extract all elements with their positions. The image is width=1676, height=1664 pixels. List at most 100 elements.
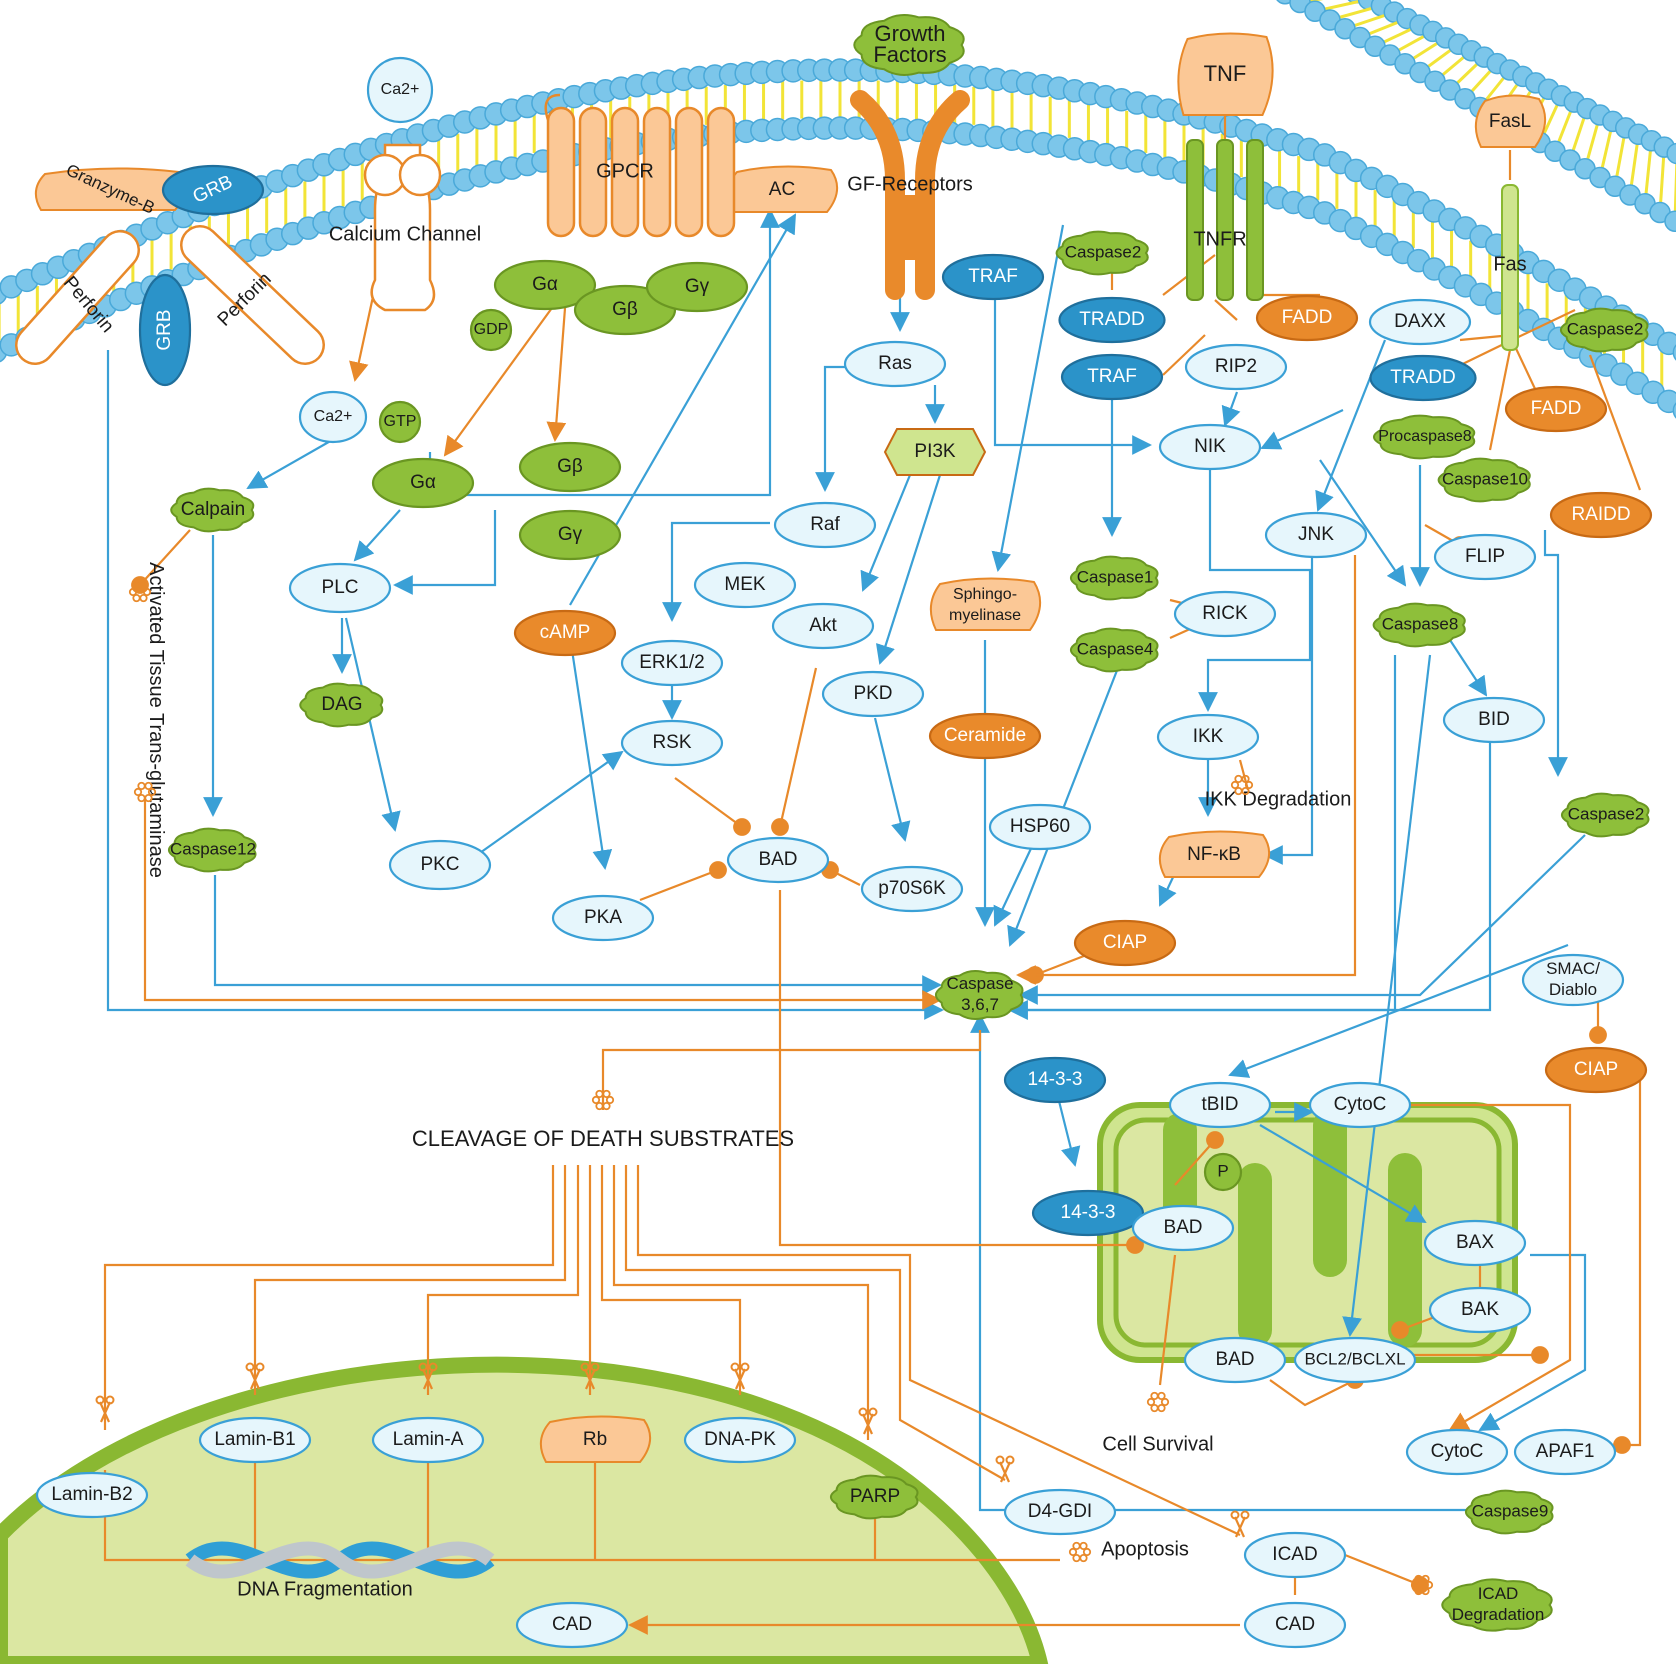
caspase2-a-node[interactable]: Caspase2	[1055, 230, 1149, 276]
apoptosis-label: Apoptosis	[1101, 1538, 1189, 1560]
gb2-node[interactable]: Gβ	[518, 441, 622, 493]
dag-node[interactable]: DAG	[299, 682, 384, 728]
parp-label: PARP	[850, 1486, 900, 1507]
rsk-node[interactable]: RSK	[620, 719, 724, 767]
caspase4-node[interactable]: Caspase4	[1069, 627, 1159, 673]
ceramide-node[interactable]: Ceramide	[928, 712, 1042, 760]
bcl2-node[interactable]: BCL2/BCLXL	[1293, 1336, 1417, 1384]
pkc-node[interactable]: PKC	[388, 839, 492, 891]
tnf-node[interactable]: TNF	[1177, 32, 1274, 116]
d4gdi-node[interactable]: D4-GDI	[1003, 1488, 1117, 1536]
cad2-node[interactable]: CAD	[1243, 1601, 1347, 1649]
bid-node[interactable]: BID	[1442, 696, 1546, 744]
gy2-node[interactable]: Gγ	[518, 509, 622, 561]
flip-node[interactable]: FLIP	[1433, 533, 1537, 581]
ga2-node[interactable]: Gα	[371, 457, 475, 509]
tbid-node[interactable]: tBID	[1168, 1081, 1272, 1129]
daxx-node[interactable]: DAXX	[1368, 298, 1472, 346]
lamin-b2-node[interactable]: Lamin-B2	[35, 1471, 149, 1519]
bcl2-label: BCL2/BCLXL	[1304, 1349, 1405, 1368]
fasl-node[interactable]: FasL	[1474, 94, 1546, 148]
dnapk-node[interactable]: DNA-PK	[683, 1416, 797, 1464]
rb-node[interactable]: Rb	[539, 1415, 651, 1463]
grb2-node[interactable]: GRB	[138, 273, 192, 387]
lamin-a-node[interactable]: Lamin-A	[371, 1416, 485, 1464]
nik-node[interactable]: NIK	[1158, 423, 1262, 471]
ca-top-node[interactable]: Ca2+	[366, 56, 434, 124]
pathway-connectors	[103, 100, 1642, 1635]
calpain-node[interactable]: Calpain	[170, 487, 255, 533]
ikk-node[interactable]: IKK	[1156, 713, 1260, 761]
parp-node[interactable]: PARP	[829, 1474, 919, 1520]
granzyme-node[interactable]: Granzyme-B	[34, 160, 186, 218]
caspase8-node[interactable]: Caspase8	[1372, 602, 1466, 648]
rip2-node[interactable]: RIP2	[1184, 343, 1288, 391]
ciap2-node[interactable]: CIAP	[1544, 1046, 1648, 1094]
bad2-node[interactable]: BAD	[1131, 1204, 1235, 1252]
ga1-node[interactable]: Gα	[493, 259, 597, 311]
bax-node[interactable]: BAX	[1423, 1219, 1527, 1267]
pkd-node[interactable]: PKD	[821, 670, 925, 718]
caspase8-label: Caspase8	[1382, 614, 1459, 633]
caspase2-c-node[interactable]: Caspase2	[1560, 792, 1650, 838]
erk-node[interactable]: ERK1/2	[620, 639, 724, 687]
ca2-node[interactable]: Ca2+	[298, 390, 368, 444]
traf1-node[interactable]: TRAF	[941, 253, 1045, 301]
cad1-node[interactable]: CAD	[515, 1601, 629, 1649]
p1433-b-node[interactable]: 14-3-3	[1031, 1189, 1145, 1237]
pka-label: PKA	[584, 907, 622, 928]
rick-node[interactable]: RICK	[1173, 590, 1277, 638]
gb1-node[interactable]: Gβ	[573, 284, 677, 336]
ac-node[interactable]: AC	[726, 165, 838, 213]
gtp-node[interactable]: GTP	[378, 400, 422, 444]
caspase2-b-node[interactable]: Caspase2	[1559, 307, 1649, 353]
gdp-node[interactable]: GDP	[469, 308, 513, 352]
bad1-node[interactable]: BAD	[726, 836, 830, 884]
gy1-node[interactable]: Gγ	[645, 261, 749, 313]
fadd1-node[interactable]: FADD	[1255, 294, 1359, 342]
calcium-channel-icon	[363, 143, 442, 312]
p70s6k-node[interactable]: p70S6K	[860, 865, 964, 913]
ciap1-node[interactable]: CIAP	[1073, 919, 1177, 967]
procaspase8-node[interactable]: Procaspase8	[1372, 414, 1476, 460]
raidd-node[interactable]: RAIDD	[1549, 491, 1653, 539]
camp-node[interactable]: cAMP	[513, 609, 617, 657]
bak-node[interactable]: BAK	[1428, 1286, 1532, 1334]
mek-node[interactable]: MEK	[693, 561, 797, 609]
dnapk-label: DNA-PK	[704, 1429, 776, 1450]
apaf1-node[interactable]: APAF1	[1513, 1428, 1617, 1476]
hsp60-node[interactable]: HSP60	[988, 803, 1092, 851]
p-node[interactable]: P	[1203, 1152, 1243, 1192]
p1433-a-node[interactable]: 14-3-3	[1003, 1056, 1107, 1104]
sphingomyelinase-node[interactable]: Sphingo-myelinase	[929, 577, 1041, 631]
caspase12-node[interactable]: Caspase12	[167, 827, 257, 873]
cytoc1-node[interactable]: CytoC	[1308, 1081, 1412, 1129]
plc-node[interactable]: PLC	[288, 562, 392, 614]
nfkb-node[interactable]: NF-κB	[1158, 830, 1270, 878]
cytoc2-node[interactable]: CytoC	[1405, 1428, 1509, 1476]
ras-node[interactable]: Ras	[843, 340, 947, 388]
caspase9-node[interactable]: Caspase9	[1464, 1489, 1554, 1535]
caspase1-node[interactable]: Caspase1	[1069, 555, 1159, 601]
lamin-b1-node[interactable]: Lamin-B1	[198, 1416, 312, 1464]
ca2-label: Ca2+	[314, 408, 353, 425]
tradd2-node[interactable]: TRADD	[1369, 354, 1477, 402]
bad3-node[interactable]: BAD	[1183, 1336, 1287, 1384]
grb1-node[interactable]: GRB	[161, 164, 265, 216]
akt-node[interactable]: Akt	[771, 602, 875, 650]
membrane-fas-tail	[1276, 0, 1676, 232]
fadd2-node[interactable]: FADD	[1504, 385, 1608, 433]
smac-node[interactable]: SMAC/Diablo	[1521, 953, 1625, 1007]
ga2-label: Gα	[410, 472, 436, 493]
pi3k-node[interactable]: PI3K	[883, 428, 987, 476]
caspase10-node[interactable]: Caspase10	[1437, 457, 1531, 503]
pka-node[interactable]: PKA	[551, 894, 655, 942]
raf-node[interactable]: Raf	[773, 501, 877, 549]
jnk-node[interactable]: JNK	[1264, 511, 1368, 559]
icad-node[interactable]: ICAD	[1243, 1531, 1347, 1579]
tradd1-node[interactable]: TRADD	[1058, 296, 1166, 344]
traf2-node[interactable]: TRAF	[1060, 353, 1164, 401]
